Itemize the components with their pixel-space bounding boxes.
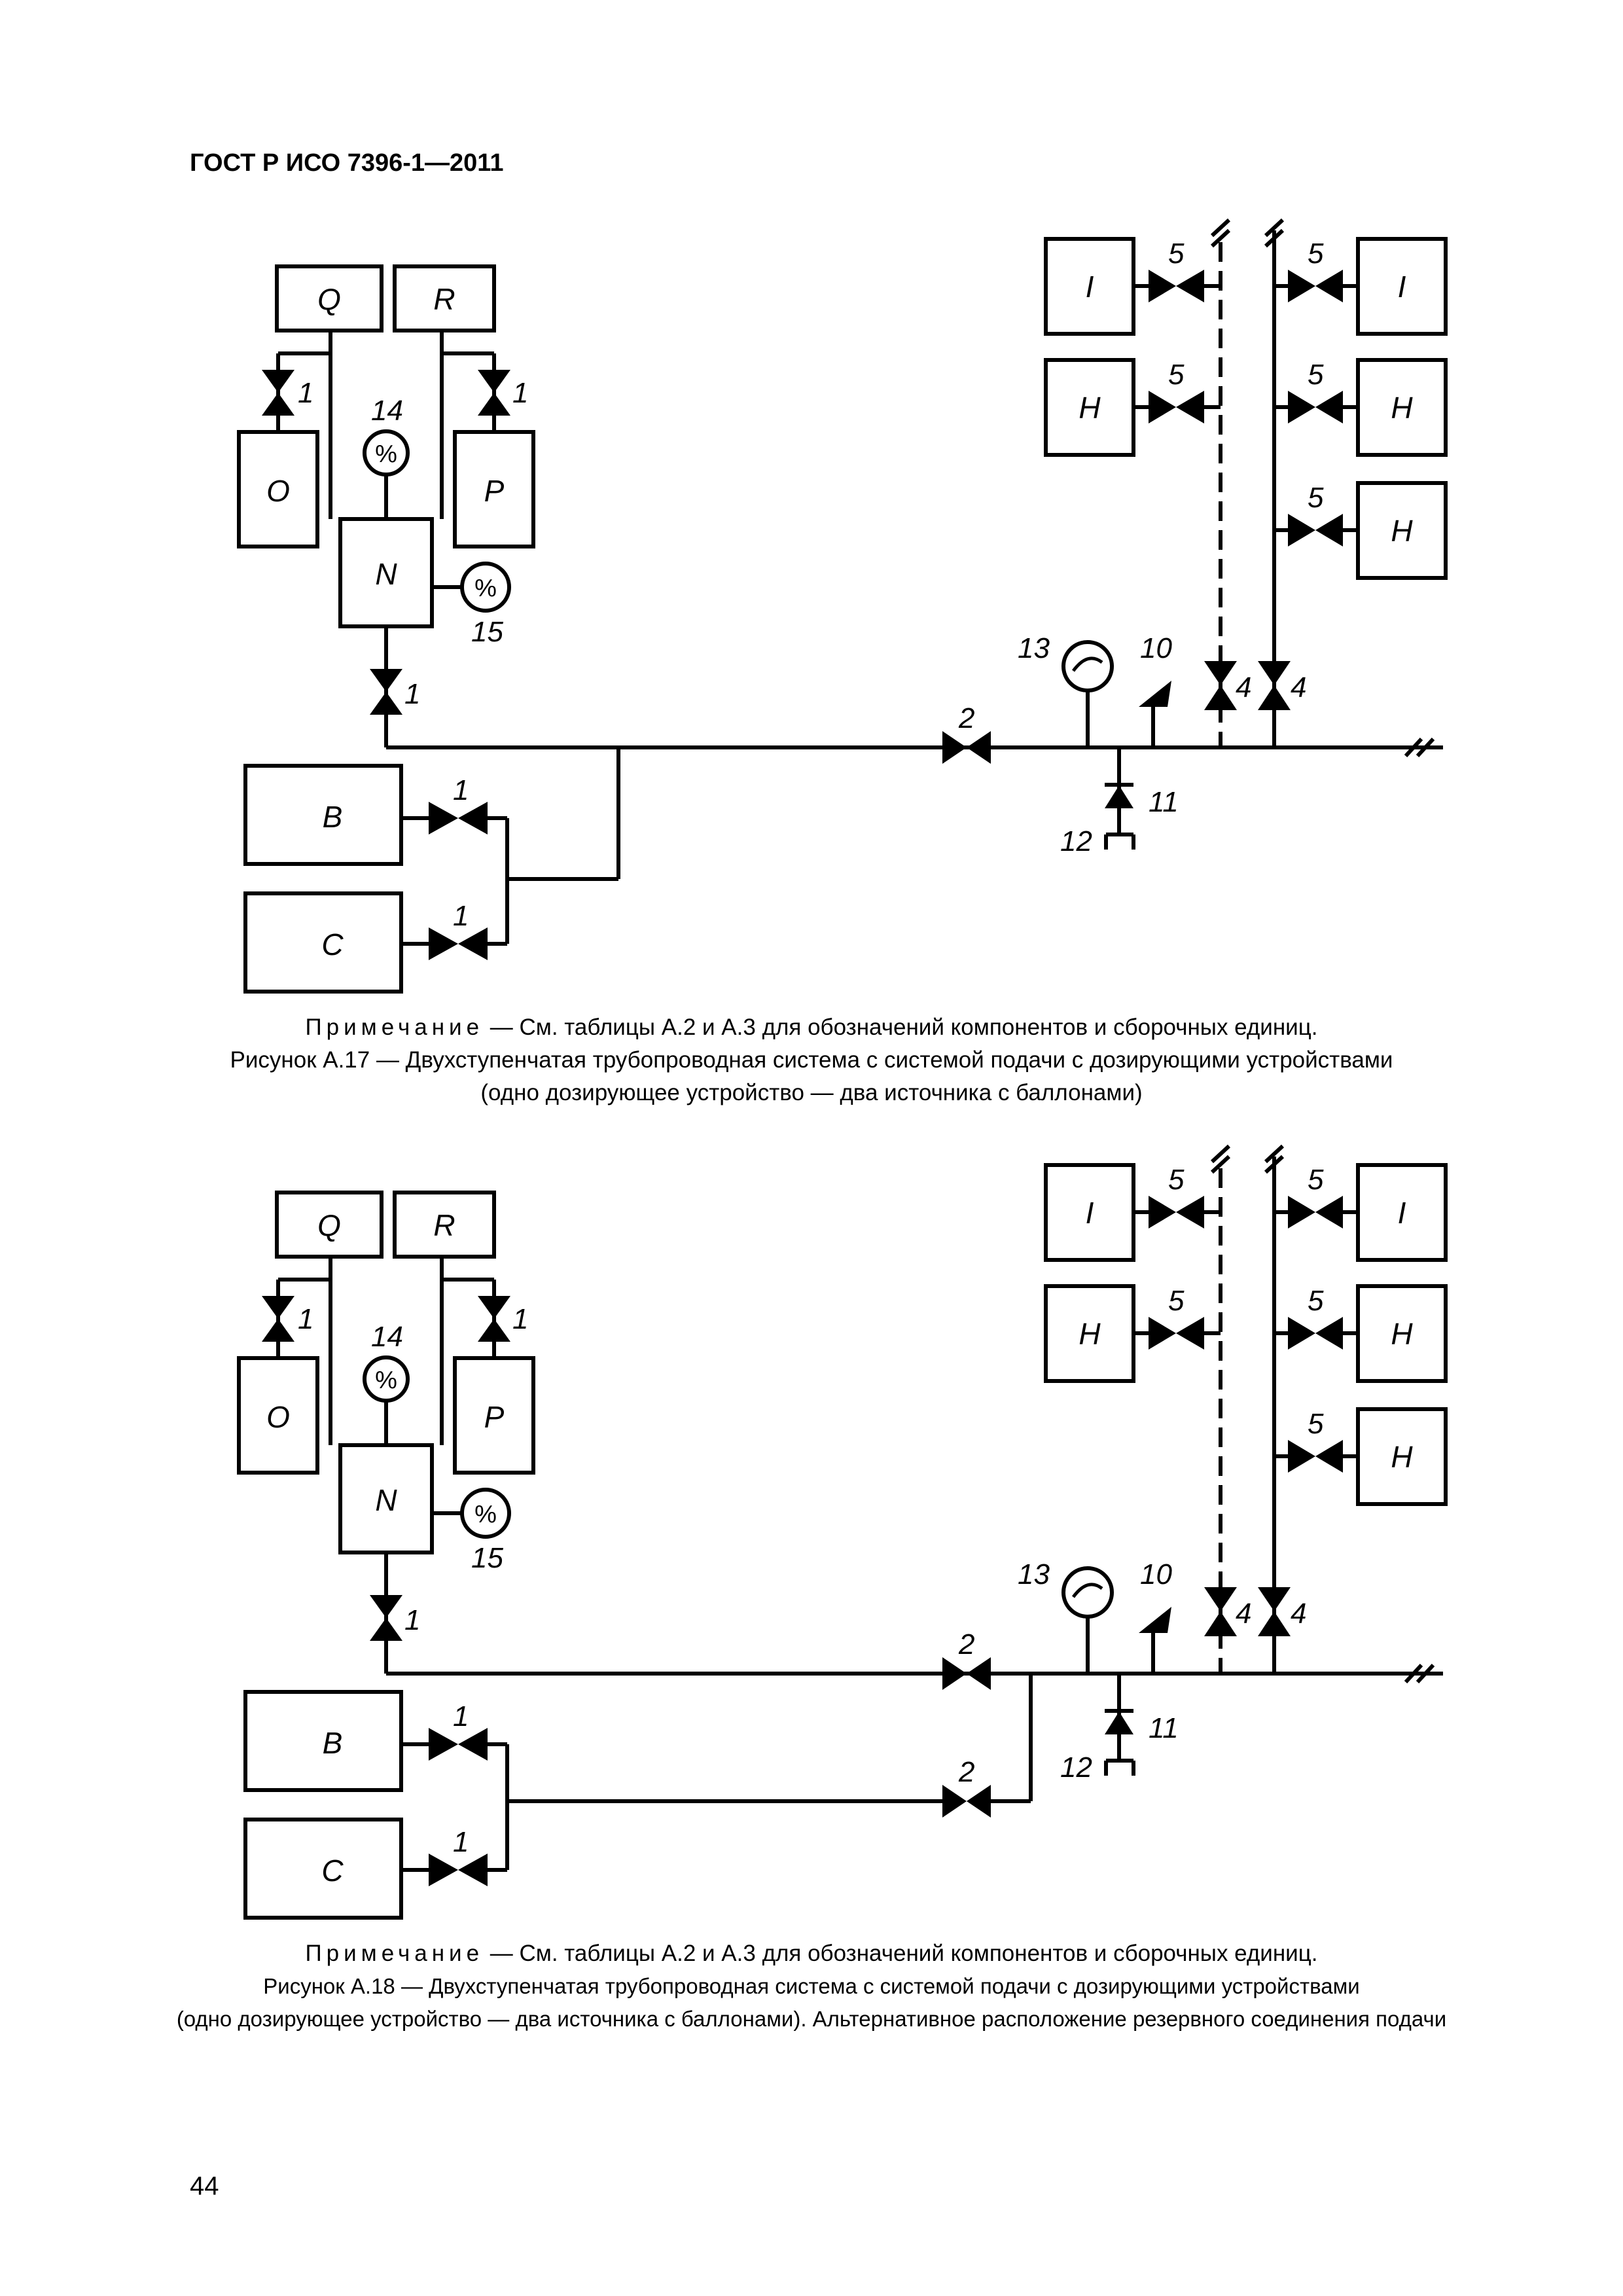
figure-note: Примечание — См. таблицы А.2 и А.3 для о…	[305, 1941, 1318, 1966]
figure-a18-diagram: Q R O P N B C I H I H H % % 1 1 1 1 1 14…	[237, 1144, 1448, 1920]
label-11: 11	[1149, 1712, 1179, 1744]
label-5: 5	[1168, 359, 1185, 391]
label-2: 2	[958, 702, 974, 734]
box-H-label: H	[1079, 1317, 1101, 1351]
label-1: 1	[453, 1700, 469, 1732]
label-1: 1	[298, 1303, 313, 1335]
box-R-label: R	[433, 282, 455, 316]
gauge-percent-icon: %	[474, 1501, 497, 1528]
figure-subtitle: (одно дозирующее устройство — два источн…	[480, 1080, 1143, 1105]
label-12: 12	[1060, 1751, 1092, 1784]
label-14: 14	[371, 1321, 403, 1353]
label-5: 5	[1168, 238, 1185, 270]
label-5: 5	[1308, 1285, 1324, 1317]
box-O-label: O	[266, 1400, 290, 1434]
box-H-label: H	[1079, 391, 1101, 425]
label-1: 1	[404, 678, 420, 710]
label-4: 4	[1291, 672, 1306, 704]
figure-a17-diagram: Q R O P N B C I H I H H % % 1 1 1 1 1 14…	[237, 218, 1448, 994]
box-H-label: H	[1391, 391, 1413, 425]
box-C-label: C	[321, 1854, 344, 1888]
label-13: 13	[1018, 632, 1050, 664]
document-header: ГОСТ Р ИСО 7396-1—2011	[190, 149, 504, 177]
label-11: 11	[1149, 786, 1179, 818]
label-4: 4	[1291, 1598, 1306, 1630]
box-I-label: I	[1398, 1196, 1406, 1230]
gauge-percent-icon: %	[375, 440, 397, 468]
label-1: 1	[512, 1303, 528, 1335]
figure-title: Рисунок А.17 — Двухступенчатая трубопров…	[230, 1047, 1393, 1073]
box-H-label: H	[1391, 1440, 1413, 1474]
label-1: 1	[453, 900, 469, 932]
box-B-label: B	[323, 1726, 343, 1760]
page-number: 44	[190, 2172, 219, 2200]
box-N-label: N	[375, 1483, 397, 1517]
label-5: 5	[1308, 359, 1324, 391]
gauge-percent-icon: %	[474, 575, 497, 602]
label-2: 2	[958, 1628, 974, 1660]
label-5: 5	[1308, 1408, 1324, 1440]
box-P-label: P	[484, 1400, 505, 1434]
label-1: 1	[512, 377, 528, 409]
gauge-percent-icon: %	[375, 1367, 397, 1394]
box-P-label: P	[484, 474, 505, 508]
label-1: 1	[453, 774, 469, 806]
label-5: 5	[1308, 238, 1324, 270]
label-5: 5	[1168, 1164, 1185, 1196]
figure-subtitle: (одно дозирующее устройство — два источн…	[176, 2007, 1447, 2031]
label-5: 5	[1168, 1285, 1185, 1317]
box-H-label: H	[1391, 514, 1413, 548]
figure-a18-caption: Примечание — См. таблицы А.2 и А.3 для о…	[0, 1937, 1623, 2036]
box-I-label: I	[1398, 270, 1406, 304]
label-1: 1	[453, 1826, 469, 1858]
box-N-label: N	[375, 557, 397, 591]
label-10: 10	[1140, 1558, 1172, 1590]
box-I-label: I	[1086, 270, 1094, 304]
label-5: 5	[1308, 1164, 1324, 1196]
box-R-label: R	[433, 1208, 455, 1242]
box-B-label: B	[323, 800, 343, 834]
label-15: 15	[471, 616, 503, 648]
label-4: 4	[1236, 672, 1251, 704]
box-Q-label: Q	[317, 282, 341, 316]
label-2: 2	[958, 1756, 974, 1788]
label-5: 5	[1308, 482, 1324, 514]
box-Q-label: Q	[317, 1208, 341, 1242]
label-1: 1	[404, 1604, 420, 1636]
box-H-label: H	[1391, 1317, 1413, 1351]
label-14: 14	[371, 395, 403, 427]
box-O-label: O	[266, 474, 290, 508]
box-C-label: C	[321, 927, 344, 961]
figure-note: Примечание — См. таблицы А.2 и А.3 для о…	[305, 1014, 1318, 1040]
label-4: 4	[1236, 1598, 1251, 1630]
figure-a17-caption: Примечание — См. таблицы А.2 и А.3 для о…	[0, 1011, 1623, 1109]
label-1: 1	[298, 377, 313, 409]
label-15: 15	[471, 1542, 503, 1574]
figure-title: Рисунок А.18 — Двухступенчатая трубопров…	[263, 1974, 1360, 1998]
label-10: 10	[1140, 632, 1172, 664]
box-I-label: I	[1086, 1196, 1094, 1230]
label-13: 13	[1018, 1558, 1050, 1590]
label-12: 12	[1060, 825, 1092, 857]
